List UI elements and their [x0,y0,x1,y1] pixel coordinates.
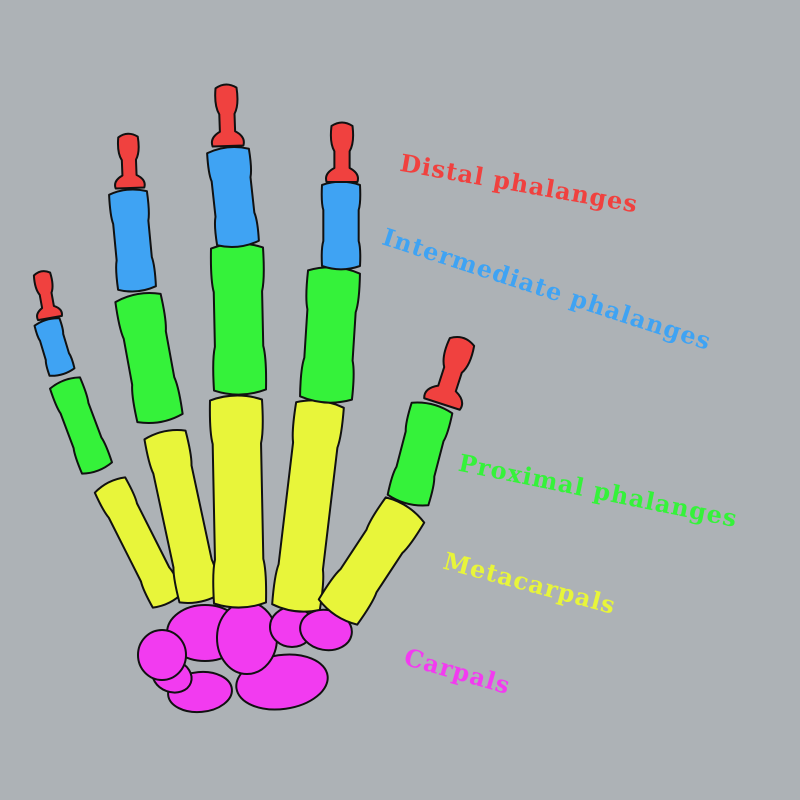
metacarpal-thumb-shape [317,496,426,626]
proximal-phalanx-ring [114,291,184,425]
intermediate-phalanx-index [320,180,362,271]
metacarpal-index-shape [271,399,345,613]
distal-phalanx-middle [210,83,245,148]
distal-phalanx-index [325,121,359,183]
metacarpal-middle [208,394,268,609]
intermediate-phalanx-little-shape [33,317,76,377]
proximal-phalanx-ring-shape [114,291,184,425]
distal-phalanx-ring [114,132,146,190]
proximal-phalanx-middle [209,242,268,396]
metacarpal-little-shape [93,476,185,609]
metacarpal-index [271,399,345,613]
metacarpal-ring [143,429,222,604]
distal-phalanx-thumb-shape [423,336,476,411]
proximal-phalanx-middle-shape [209,242,268,396]
intermediate-phalanx-ring-shape [108,188,157,293]
intermediate-phalanx-little [33,317,76,377]
metacarpal-ring-shape [143,429,222,604]
intermediate-phalanx-ring [108,188,157,293]
proximal-phalanx-thumb-shape [386,401,454,507]
distal-phalanx-ring-shape [114,132,146,190]
proximal-phalanx-index [299,266,361,404]
distal-phalanx-thumb [423,336,476,411]
metacarpal-thumb [317,496,426,626]
distal-phalanx-little-shape [32,270,63,322]
proximal-phalanx-index-shape [299,266,361,404]
proximal-phalanx-little-shape [49,376,113,475]
intermediate-phalanx-index-shape [320,180,362,271]
intermediate-phalanx-middle [206,146,260,248]
carpal-bone-2 [216,601,278,675]
proximal-phalanx-thumb [386,401,454,507]
distal-phalanx-little [32,270,63,322]
proximal-phalanx-little [49,376,113,475]
metacarpal-middle-shape [208,394,268,609]
metacarpal-little [93,476,185,609]
distal-phalanx-index-shape [325,121,359,183]
carpal-bone-6 [137,629,187,681]
intermediate-phalanx-middle-shape [206,146,260,248]
distal-phalanx-middle-shape [210,83,245,148]
